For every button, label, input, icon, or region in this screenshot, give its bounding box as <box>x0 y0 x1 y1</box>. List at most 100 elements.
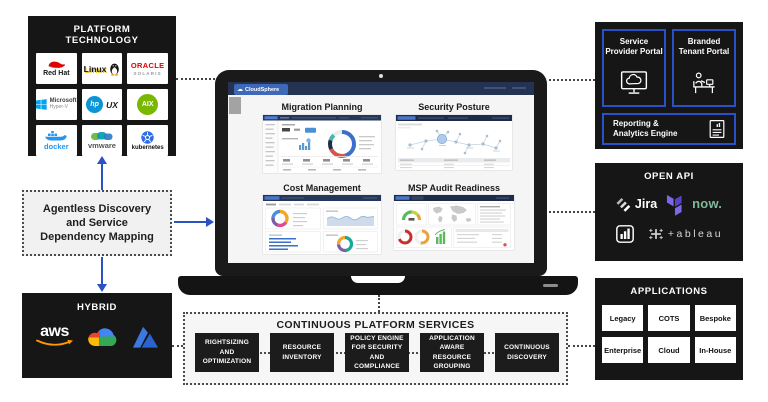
cost-management-thumbnail <box>263 195 381 254</box>
aws-logo: aws <box>35 323 75 348</box>
applications-box: APPLICATIONS Legacy COTS Bespoke Enterpr… <box>595 278 743 380</box>
connector-laptop-to-services <box>378 295 380 312</box>
open-api-title: OPEN API <box>644 171 694 182</box>
oracle-label: ORACLE <box>130 61 165 70</box>
laptop-base-notch <box>351 276 405 283</box>
tux-penguin-icon <box>110 63 120 76</box>
service-resource-inventory: RESOURCE INVENTORY <box>270 333 334 372</box>
service-rightsizing: RIGHTSIZING AND OPTIMIZATION <box>195 333 259 372</box>
portals-box: Service Provider Portal Branded Tenant P… <box>595 22 743 149</box>
aws-smile-icon <box>35 339 73 346</box>
microsoft-windows-icon <box>36 99 47 110</box>
person-desk-icon <box>693 72 715 94</box>
arrow-right-head <box>206 217 214 227</box>
titlebar-dash <box>512 87 526 89</box>
browser-tab[interactable]: ☁ CloudSphere <box>234 84 288 95</box>
logo-tile-vmware: vmware <box>81 125 123 156</box>
logo-tile-red-hat: Red Hat <box>36 53 77 84</box>
hyper-v-label: Microsoft Hyper-V <box>49 98 77 111</box>
logo-tile-hyper-v: Microsoft Hyper-V <box>36 89 77 120</box>
power-bi-icon <box>615 225 634 243</box>
continuous-platform-services-title: CONTINUOUS PLATFORM SERVICES <box>276 319 475 331</box>
report-document-icon <box>709 120 725 138</box>
jira-icon <box>616 197 631 212</box>
screen-side-notch <box>229 97 241 114</box>
reporting-analytics-engine: Reporting & Analytics Engine <box>602 113 736 145</box>
tableau-icon <box>649 228 663 240</box>
service-provider-portal: Service Provider Portal <box>602 29 666 107</box>
azure-icon <box>132 326 158 348</box>
agentless-discovery-box: Agentless Discovery and Service Dependen… <box>22 190 172 256</box>
panel-title-migration-planning: Migration Planning <box>281 102 363 112</box>
branded-tenant-portal: Branded Tenant Portal <box>672 29 736 107</box>
arrow-down-head <box>97 284 107 292</box>
cloud-icon: ☁ <box>237 86 243 93</box>
reporting-analytics-label: Reporting & Analytics Engine <box>613 118 678 138</box>
monitor-cloud-icon <box>620 71 648 94</box>
laptop-camera-dot <box>379 74 383 78</box>
applications-title: APPLICATIONS <box>630 286 708 297</box>
arrow-down-line <box>101 257 103 285</box>
arrow-up-line <box>101 163 103 190</box>
tableau-wordmark: +ableau <box>667 228 724 240</box>
servicenow-wordmark: now. <box>692 196 723 211</box>
arrow-right-line <box>174 221 207 223</box>
logo-tile-oracle-solaris: ORACLE SOLARIS <box>127 53 168 84</box>
panel-title-cost-management: Cost Management <box>283 183 361 193</box>
platform-technology-title: PLATFORM TECHNOLOGY <box>65 24 139 46</box>
kubernetes-label: kubernetes <box>131 144 164 151</box>
branded-tenant-portal-label: Branded Tenant Portal <box>678 37 730 57</box>
panel-title-security-posture: Security Posture <box>418 102 490 112</box>
docker-whale-icon <box>45 130 68 141</box>
titlebar-dash <box>484 87 506 89</box>
laptop-base-dash <box>543 284 558 287</box>
jira-label: Jira <box>634 196 658 211</box>
service-provider-portal-label: Service Provider Portal <box>605 37 663 57</box>
service-policy-engine: POLICY ENGINE FOR SECURITY AND COMPLIANC… <box>345 333 409 372</box>
service-continuous-discovery: CONTINUOUS DISCOVERY <box>495 333 559 372</box>
terraform-icon <box>667 195 682 216</box>
browser-titlebar: ☁ CloudSphere <box>228 82 534 95</box>
logo-tile-hp-ux: hp UX <box>81 89 123 120</box>
google-cloud-icon <box>87 328 116 346</box>
laptop-base <box>178 276 578 295</box>
red-hat-label: Red Hat <box>43 70 70 77</box>
hybrid-box: HYBRID aws <box>22 293 172 378</box>
hybrid-logos: aws <box>22 324 172 349</box>
agentless-discovery-label: Agentless Discovery and Service Dependen… <box>40 202 154 244</box>
logo-tile-kubernetes: kubernetes <box>127 125 168 156</box>
tableau-logo: +ableau <box>648 226 723 242</box>
linux-label: Linux <box>83 63 107 74</box>
vmware-icon <box>90 131 113 140</box>
laptop-screen: ☁ CloudSphere Migration Planning <box>228 82 534 263</box>
connector-services-to-applications <box>568 345 595 347</box>
logo-tile-linux: Linux <box>81 53 123 84</box>
service-app-aware-grouping: APPLICATION AWARE RESOURCE GROUPING <box>420 333 484 372</box>
ux-label: UX <box>106 99 118 110</box>
security-posture-thumbnail <box>396 115 512 170</box>
migration-planning-thumbnail <box>263 115 381 173</box>
connector-platform-to-laptop <box>176 78 215 80</box>
jira-logo: Jira <box>616 196 657 212</box>
hp-icon: hp <box>86 96 104 113</box>
platform-technology-box: PLATFORM TECHNOLOGY Red Hat Linux <box>28 16 176 156</box>
connector-laptop-to-portals <box>549 79 595 81</box>
panel-title-msp-audit-readiness: MSP Audit Readiness <box>407 183 501 193</box>
aix-icon: AIX <box>137 94 159 115</box>
logo-tile-aix: AIX <box>127 89 168 120</box>
kubernetes-wheel-icon <box>141 130 154 144</box>
app-name: CloudSphere <box>245 86 280 93</box>
connector-hybrid-to-services <box>172 345 183 347</box>
vmware-label: vmware <box>88 140 116 150</box>
application-in-house: In-House <box>694 337 736 363</box>
platform-technology-grid: Red Hat Linux ORACLE SOLARIS <box>36 53 168 156</box>
aws-label: aws <box>40 323 69 341</box>
application-enterprise: Enterprise <box>602 337 644 363</box>
application-cots: COTS <box>648 305 690 331</box>
open-api-box: OPEN API Jira now. <box>595 163 743 261</box>
logo-tile-docker: docker <box>36 125 77 156</box>
continuous-platform-services-box: CONTINUOUS PLATFORM SERVICES RIGHTSIZING… <box>183 312 568 385</box>
docker-label: docker <box>44 141 69 151</box>
arrow-up-head <box>97 156 107 164</box>
